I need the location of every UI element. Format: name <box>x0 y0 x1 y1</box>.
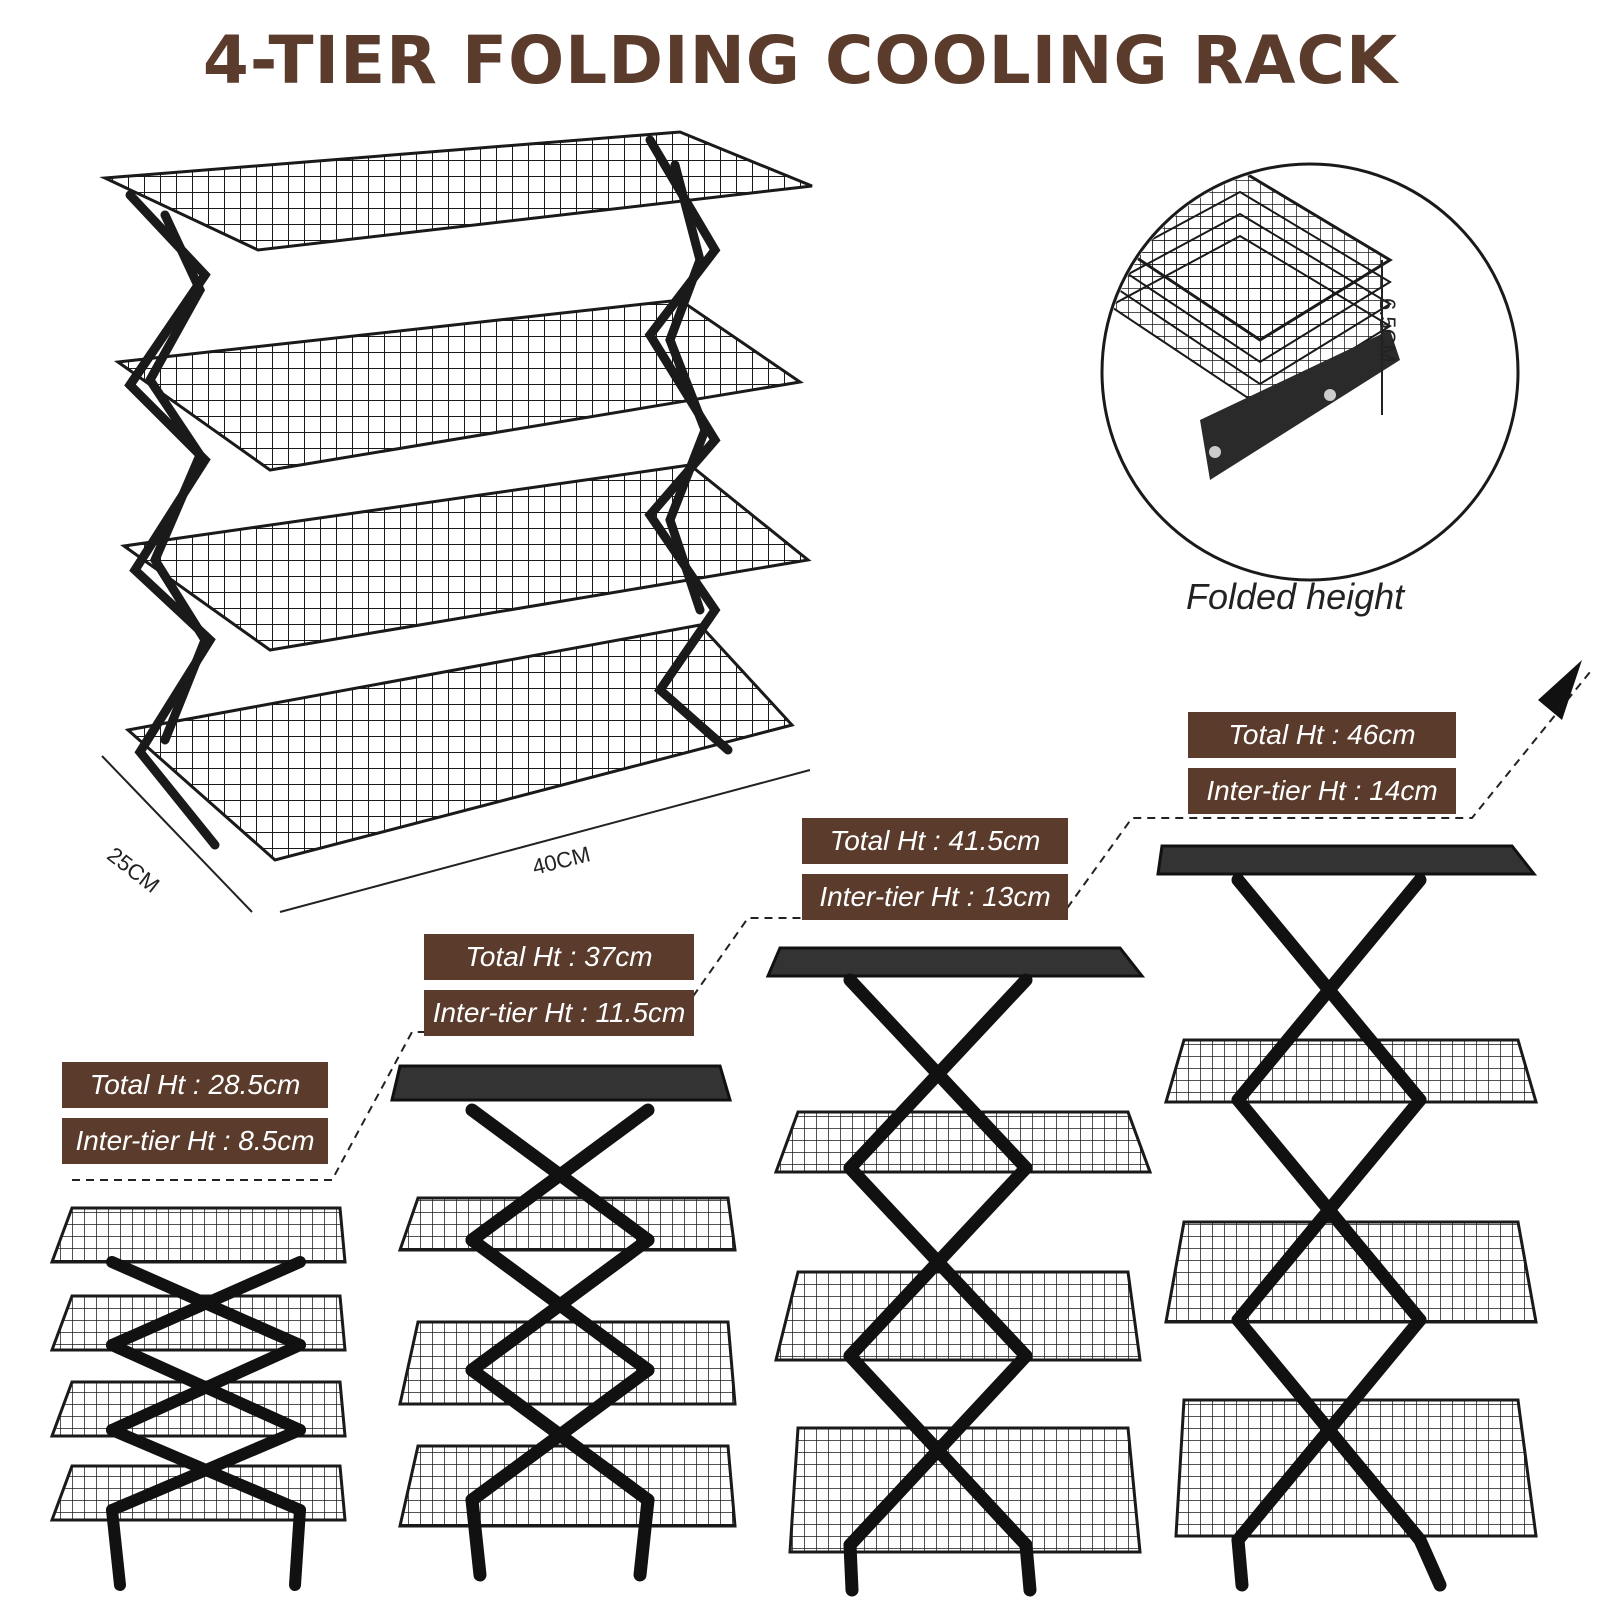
total-height-label: Total Ht : 41.5cm <box>802 818 1068 864</box>
total-height-label: Total Ht : 37cm <box>424 934 694 980</box>
folded-dimension: 6.5CM <box>1375 298 1400 363</box>
rack-shelf <box>99 130 813 252</box>
rack-variant-1 <box>49 1206 347 1591</box>
page-title: 4-TIER FOLDING COOLING RACK <box>202 22 1399 99</box>
inter-tier-height-label: Inter-tier Ht : 8.5cm <box>62 1118 328 1164</box>
folded-caption: Folded height <box>1186 576 1405 617</box>
rack-shelf <box>113 298 804 472</box>
total-height-label: Total Ht : 46cm <box>1188 712 1456 758</box>
length-arrow <box>279 769 811 913</box>
height-step-line <box>72 671 1591 1181</box>
rack-variant-4 <box>1156 844 1538 1592</box>
step-arrow-icon <box>1538 660 1582 720</box>
folded-detail <box>1100 162 1520 582</box>
inter-tier-height-label: Inter-tier Ht : 13cm <box>802 874 1068 920</box>
main-rack <box>99 130 813 913</box>
rack-variant-3 <box>765 946 1153 1597</box>
inter-tier-height-label: Inter-tier Ht : 11.5cm <box>424 990 694 1036</box>
rack-shelf <box>124 623 795 862</box>
rack-variant-2 <box>390 1064 737 1582</box>
inter-tier-height-label: Inter-tier Ht : 14cm <box>1188 768 1456 814</box>
total-height-label: Total Ht : 28.5cm <box>62 1062 328 1108</box>
rack-legs <box>124 135 733 850</box>
rack-shelf <box>120 463 812 652</box>
depth-arrow <box>101 755 253 913</box>
